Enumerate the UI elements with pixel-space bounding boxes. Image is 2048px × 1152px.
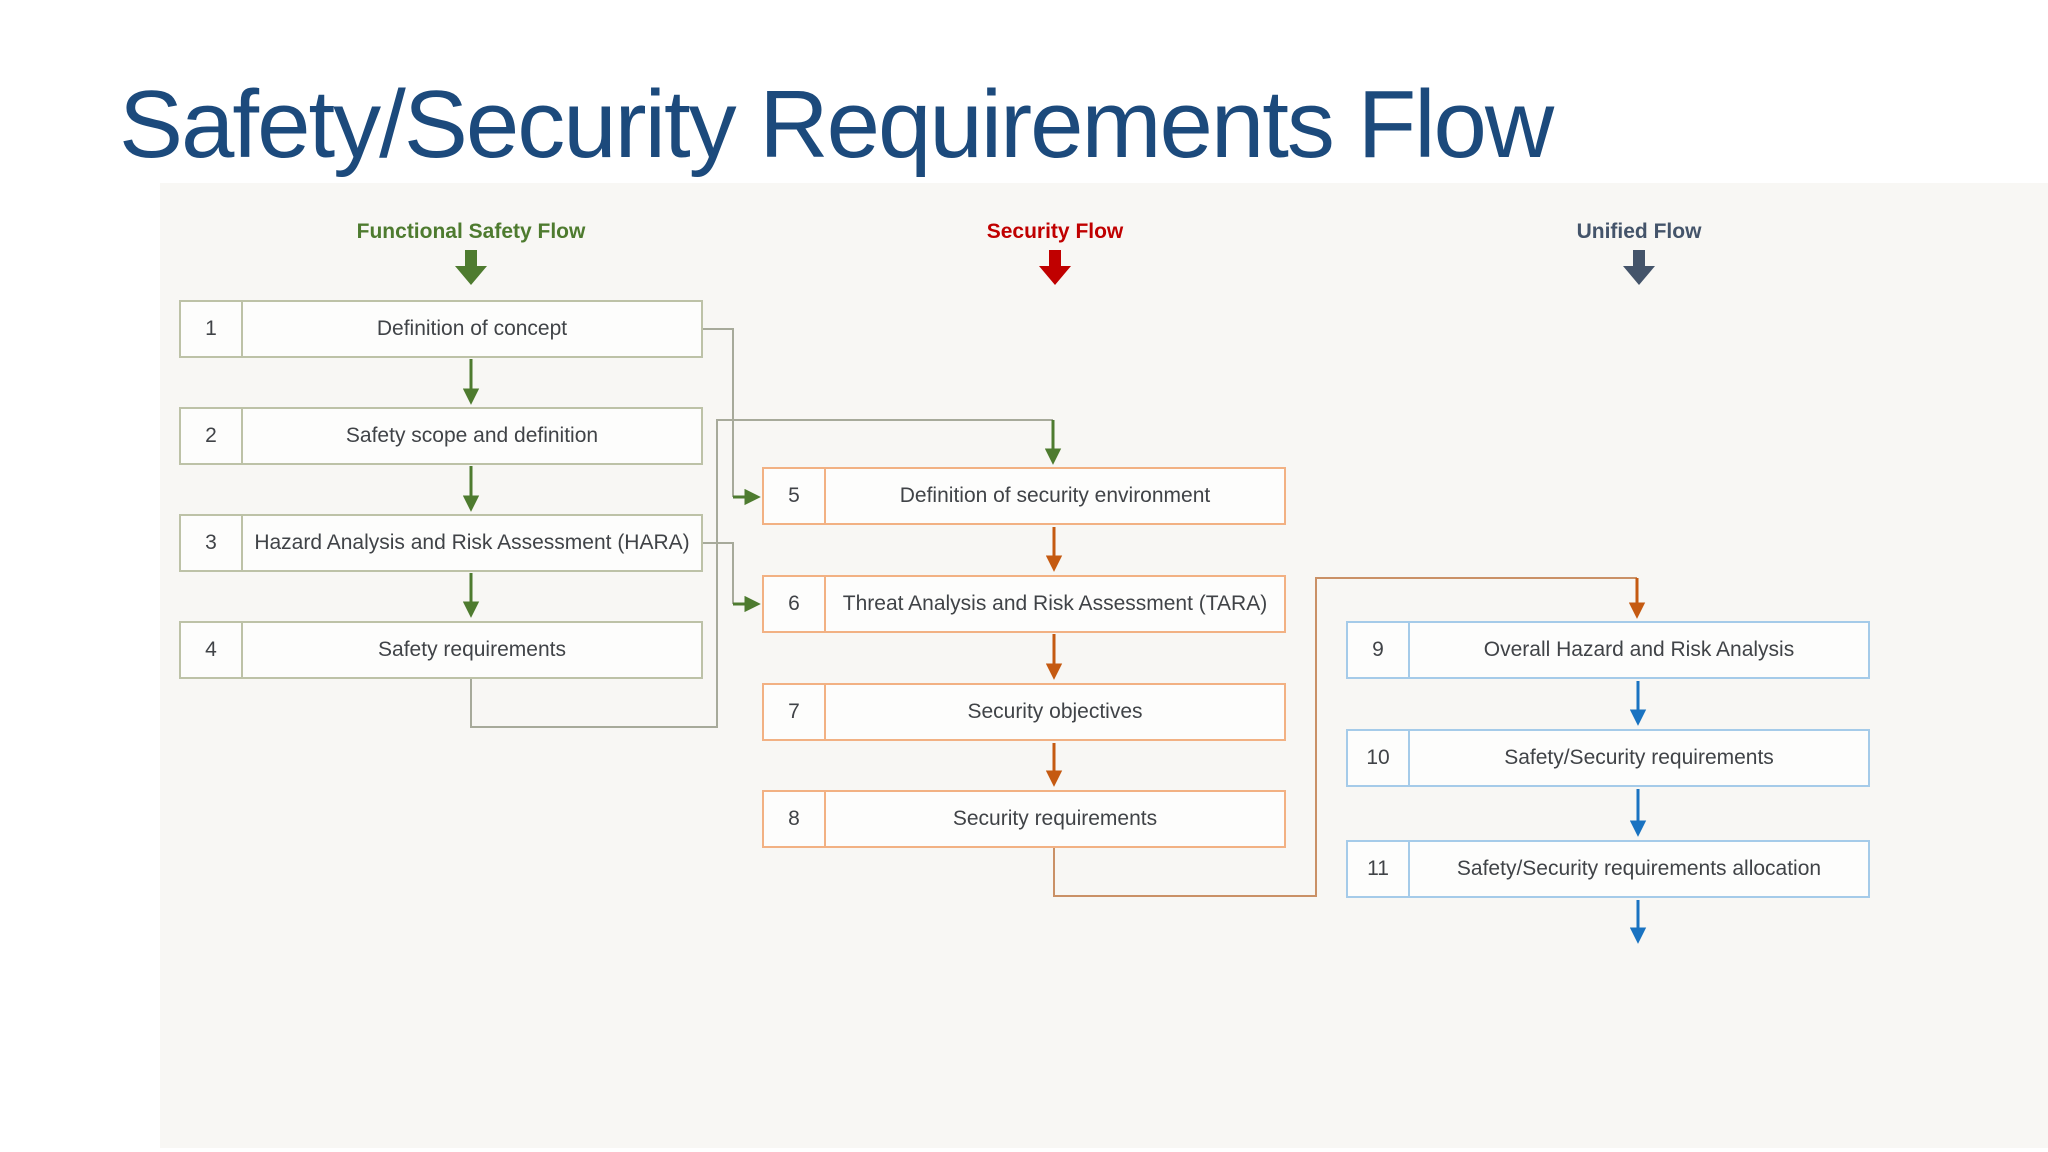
page-title: Safety/Security Requirements Flow bbox=[119, 71, 1554, 178]
step-number: 11 bbox=[1348, 842, 1410, 896]
flow-box-5: 5 Definition of security environment bbox=[762, 467, 1286, 525]
flow-box-11: 11 Safety/Security requirements allocati… bbox=[1346, 840, 1870, 898]
flow-box-1: 1 Definition of concept bbox=[179, 300, 703, 358]
flow-box-4: 4 Safety requirements bbox=[179, 621, 703, 679]
step-label: Safety/Security requirements allocation bbox=[1456, 857, 1822, 880]
flow-box-8: 8 Security requirements bbox=[762, 790, 1286, 848]
step-number: 5 bbox=[764, 469, 826, 523]
step-number: 9 bbox=[1348, 623, 1410, 677]
column-header-functional-safety: Functional Safety Flow bbox=[356, 220, 586, 243]
column-header-unified: Unified Flow bbox=[1576, 220, 1702, 243]
flow-box-2: 2 Safety scope and definition bbox=[179, 407, 703, 465]
step-label: Safety requirements bbox=[378, 638, 566, 661]
step-label: Definition of security environment bbox=[899, 484, 1211, 507]
step-label: Safety/Security requirements bbox=[1504, 746, 1774, 769]
step-number: 3 bbox=[181, 516, 243, 570]
step-label: Threat Analysis and Risk Assessment (TAR… bbox=[842, 592, 1268, 615]
step-number: 1 bbox=[181, 302, 243, 356]
step-number: 6 bbox=[764, 577, 826, 631]
step-label: Hazard Analysis and Risk Assessment (HAR… bbox=[254, 531, 690, 554]
step-number: 4 bbox=[181, 623, 243, 677]
step-number: 2 bbox=[181, 409, 243, 463]
step-number: 8 bbox=[764, 792, 826, 846]
step-label: Definition of concept bbox=[376, 317, 568, 340]
flow-box-3: 3 Hazard Analysis and Risk Assessment (H… bbox=[179, 514, 703, 572]
column-header-security: Security Flow bbox=[986, 220, 1124, 243]
flow-box-9: 9 Overall Hazard and Risk Analysis bbox=[1346, 621, 1870, 679]
step-number: 10 bbox=[1348, 731, 1410, 785]
flow-box-7: 7 Security objectives bbox=[762, 683, 1286, 741]
step-label: Safety scope and definition bbox=[345, 424, 599, 447]
step-number: 7 bbox=[764, 685, 826, 739]
step-label: Security requirements bbox=[952, 807, 1158, 830]
step-label: Overall Hazard and Risk Analysis bbox=[1483, 638, 1795, 661]
step-label: Security objectives bbox=[967, 700, 1143, 723]
flow-box-6: 6 Threat Analysis and Risk Assessment (T… bbox=[762, 575, 1286, 633]
flow-box-10: 10 Safety/Security requirements bbox=[1346, 729, 1870, 787]
